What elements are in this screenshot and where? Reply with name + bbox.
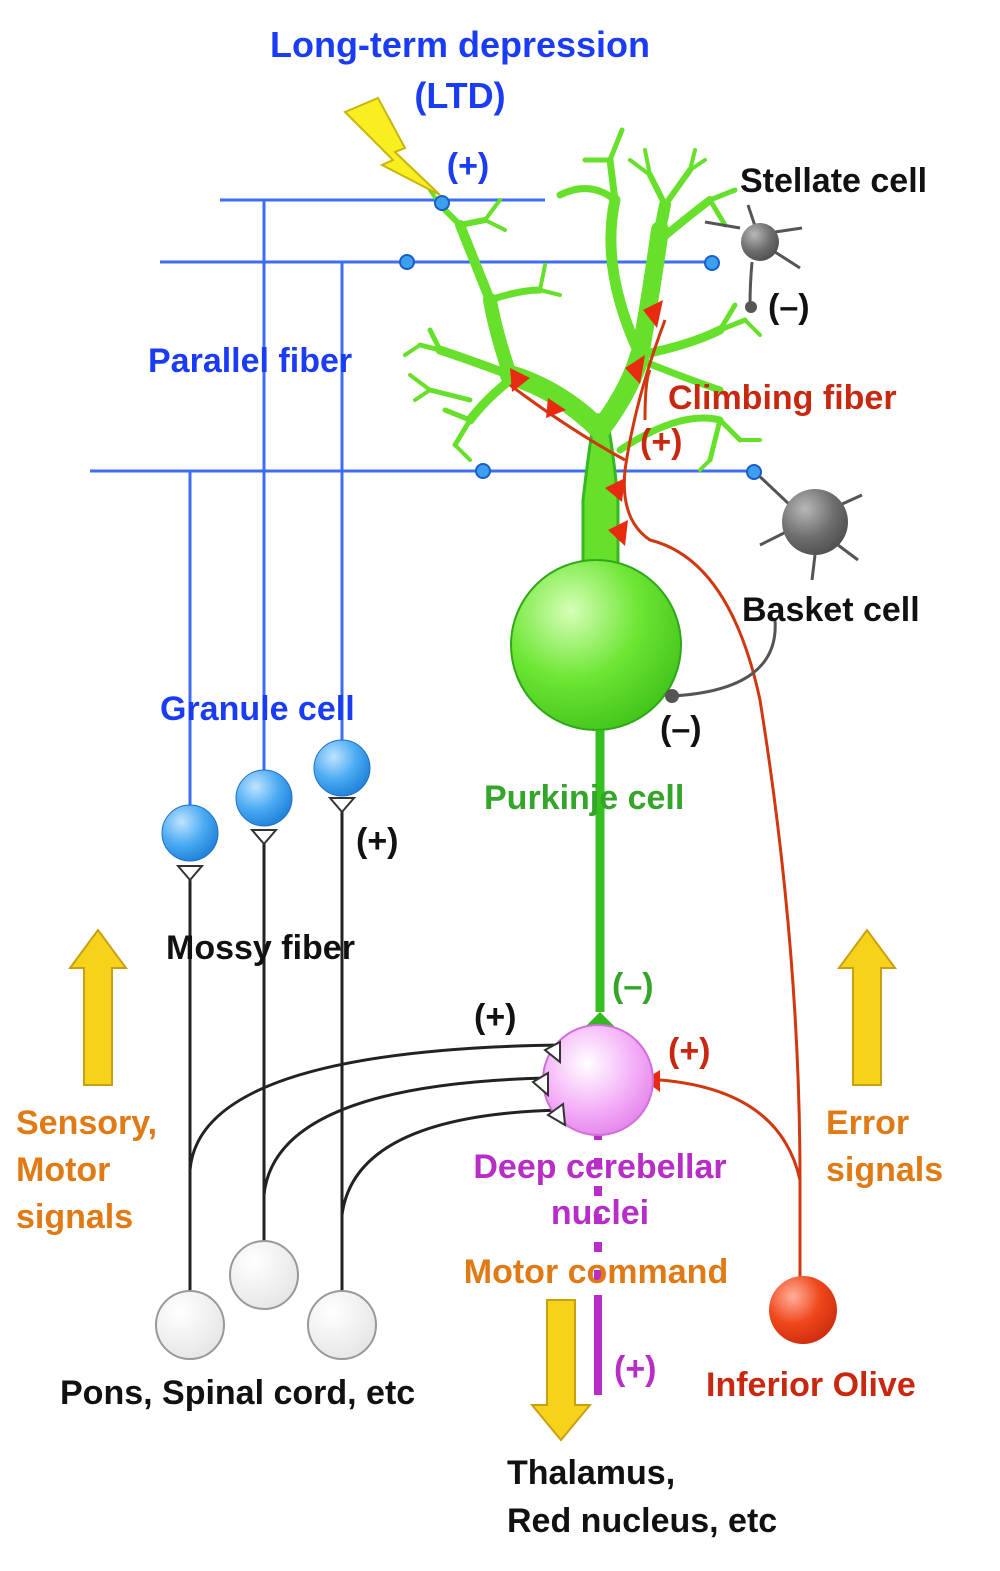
purkinje-sign: (–) xyxy=(612,967,654,1005)
pf-synapse-stellate xyxy=(704,255,720,271)
pf-synapses xyxy=(399,195,762,480)
stellate-cell xyxy=(704,204,803,313)
pf-synapse xyxy=(399,254,415,270)
pf-synapse-ltd xyxy=(434,195,450,211)
pf-synapse-basket xyxy=(746,464,762,480)
pons-soma xyxy=(307,1290,377,1360)
climbing-fiber-label: Climbing fiber xyxy=(668,379,897,417)
motor-command-label: Motor command xyxy=(464,1253,728,1291)
error-arrow-up-icon xyxy=(837,928,897,1086)
granule-soma xyxy=(235,769,293,827)
inferior-olive-soma xyxy=(769,1276,837,1344)
mossy-collateral-synapse xyxy=(546,1102,567,1127)
lightning-icon xyxy=(343,96,441,196)
parallel-fibers xyxy=(90,198,752,812)
thalamus-label-line2: Red nucleus, etc xyxy=(507,1502,777,1540)
mossy-sign: (+) xyxy=(474,998,517,1036)
inferior-olive-label: Inferior Olive xyxy=(706,1366,916,1404)
pons-cells xyxy=(155,1240,377,1360)
basket-sign: (–) xyxy=(660,710,702,748)
purkinje-soma xyxy=(510,559,682,731)
climbing-fiber xyxy=(509,319,802,1280)
purkinje-dendrites xyxy=(403,127,762,472)
stellate-synapse xyxy=(745,301,757,313)
title-line1: Long-term depression xyxy=(270,24,650,65)
mossy-collateral-synapse xyxy=(531,1071,549,1098)
cf-synapse xyxy=(510,368,530,392)
mossy-fiber-label: Mossy fiber xyxy=(166,929,355,967)
basket-cell-label: Basket cell xyxy=(742,591,920,629)
ltd-sign: (+) xyxy=(447,147,490,185)
purkinje-cell xyxy=(403,127,762,1030)
mossy-fibers xyxy=(188,805,561,1300)
sensory-arrow-up-icon xyxy=(68,928,128,1086)
granule-cells xyxy=(161,739,371,882)
stellate-sign: (–) xyxy=(768,288,810,326)
motor-arrow-down-icon xyxy=(529,1299,593,1442)
error-label-line1: Error xyxy=(826,1104,909,1142)
cf-synapse xyxy=(546,398,566,418)
dcn-label-line2: nuclei xyxy=(551,1194,649,1232)
cf-synapse xyxy=(643,300,663,328)
mossy-synapse xyxy=(249,829,279,846)
mossy-synapse xyxy=(327,797,357,814)
granule-soma xyxy=(161,804,219,862)
cf-synapse xyxy=(608,520,628,546)
stellate-cell-label: Stellate cell xyxy=(740,162,927,200)
dcn-label-line1: Deep cerebellar xyxy=(473,1148,726,1186)
olive-sign: (+) xyxy=(668,1032,711,1070)
stellate-soma xyxy=(741,223,779,261)
granule-soma xyxy=(313,739,371,797)
cf-synapse xyxy=(625,355,645,384)
pons-soma xyxy=(155,1290,225,1360)
error-label-line2: signals xyxy=(826,1151,943,1189)
parallel-fiber-label: Parallel fiber xyxy=(148,342,352,380)
mossy-synapse xyxy=(175,865,205,882)
pf-synapse xyxy=(475,463,491,479)
cf-synapse xyxy=(605,478,625,502)
purkinje-cell-label: Purkinje cell xyxy=(484,779,684,817)
climbing-fiber-synapses xyxy=(510,300,663,1092)
pons-soma xyxy=(229,1240,299,1310)
sensory-label-line1: Sensory, xyxy=(16,1104,157,1142)
deep-cerebellar-nuclei xyxy=(531,1024,654,1395)
granule-cell-label: Granule cell xyxy=(160,690,355,728)
thalamus-label-line1: Thalamus, xyxy=(507,1454,675,1492)
basket-cell xyxy=(665,470,863,703)
climbing-sign: (+) xyxy=(640,423,683,461)
basket-soma xyxy=(782,489,848,555)
pons-label: Pons, Spinal cord, etc xyxy=(60,1374,415,1412)
output-sign: (+) xyxy=(614,1350,657,1388)
sensory-label-line2: Motor xyxy=(16,1151,110,1189)
mossy-collateral-synapse xyxy=(543,1040,561,1065)
sensory-label-line3: signals xyxy=(16,1198,133,1236)
granule-sign: (+) xyxy=(356,822,399,860)
title-line2: (LTD) xyxy=(414,75,505,116)
basket-synapse xyxy=(665,689,679,703)
